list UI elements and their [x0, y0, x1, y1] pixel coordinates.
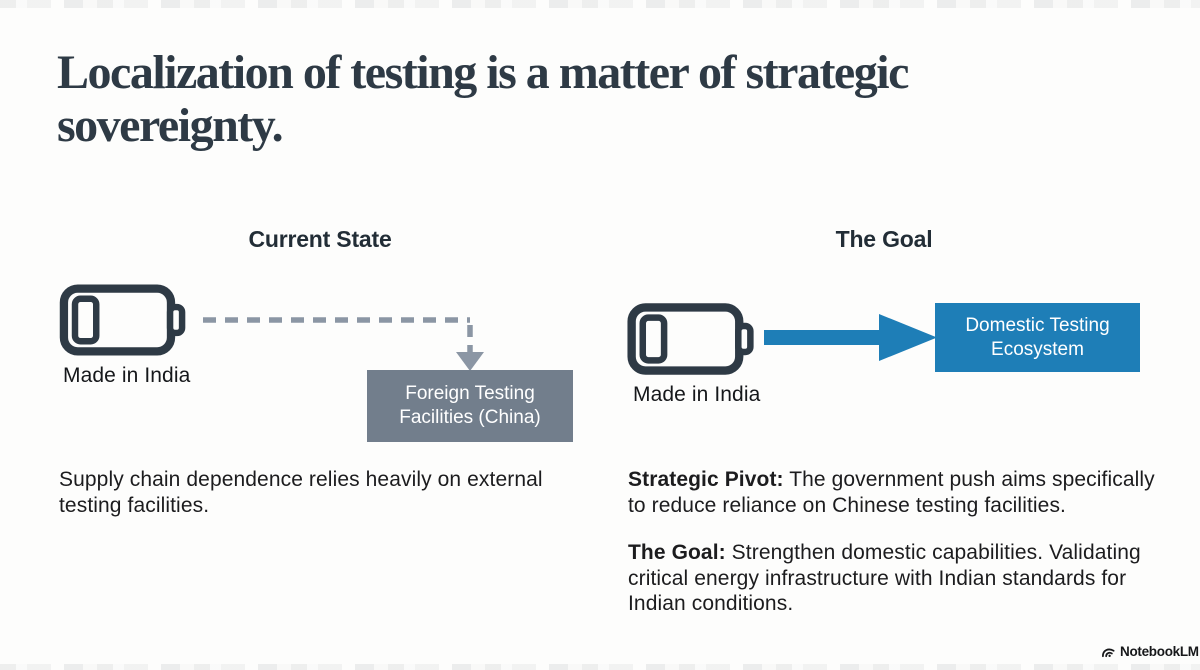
current-state-heading: Current State — [248, 226, 392, 252]
foreign-testing-box-line1: Foreign Testing — [405, 383, 535, 404]
goal-rest: Strengthen domestic capabilities. Valida… — [628, 541, 1141, 615]
battery-icon — [627, 303, 754, 375]
strategic-pivot-paragraph: Strategic Pivot: The government push aim… — [628, 467, 1168, 518]
goal-paragraph: The Goal: Strengthen domestic capabiliti… — [628, 540, 1168, 617]
bottom-edge-artifact — [0, 664, 1200, 670]
foreign-testing-box-line2: Facilities (China) — [399, 407, 541, 428]
battery-label: Made in India — [633, 383, 761, 406]
battery-label: Made in India — [63, 364, 191, 387]
strategic-pivot-lead: Strategic Pivot: — [628, 468, 784, 491]
page-title: Localization of testing is a matter of s… — [57, 46, 1077, 152]
battery-icon — [59, 284, 186, 356]
strategic-pivot-rest: The government push aims specifically to… — [628, 468, 1155, 517]
dashed-arrow-icon — [203, 317, 484, 371]
domestic-ecosystem-box-line2: Ecosystem — [991, 338, 1084, 360]
arrow-right-icon — [764, 314, 937, 361]
notebooklm-logo-icon — [1102, 648, 1115, 657]
top-edge-artifact — [0, 0, 1200, 8]
domestic-ecosystem-box: Domestic Testing Ecosystem — [935, 303, 1140, 372]
current-state-description: Supply chain dependence relies heavily o… — [59, 468, 543, 517]
foreign-testing-box: Foreign Testing Facilities (China) — [367, 370, 573, 442]
notebooklm-watermark-text: NotebookLM — [1120, 644, 1199, 659]
goal-lead: The Goal: — [628, 541, 726, 564]
notebooklm-watermark: NotebookLM — [1101, 644, 1199, 659]
page-title-line1: Localization of testing is a matter of s… — [57, 46, 909, 99]
domestic-ecosystem-box-line1: Domestic Testing — [965, 314, 1110, 336]
page-title-line2: sovereignty. — [57, 99, 284, 152]
goal-heading: The Goal — [835, 226, 933, 252]
